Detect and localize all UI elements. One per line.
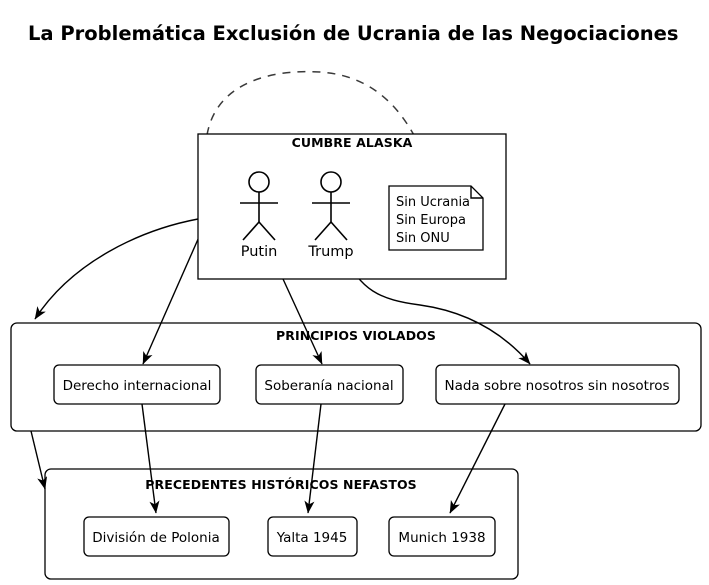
summit-group: CUMBRE ALASKA Putin Trump [197, 133, 507, 280]
principle-node-box[interactable] [53, 364, 221, 405]
precedent-node-label: Munich 1938 [398, 530, 485, 546]
soberania-nacional-to-yalta-1945 [304, 403, 322, 514]
precedents-group-box [44, 468, 519, 580]
precedent-node-munich-1938[interactable]: Munich 1938 [388, 516, 496, 557]
derecho-internacional-to-division-de-polonia [141, 403, 160, 514]
person-label-putin: Putin [241, 244, 278, 260]
precedent-node-label: Yalta 1945 [276, 530, 348, 546]
person-label-trump: Trump [307, 244, 353, 260]
principle-node-label: Derecho internacional [63, 378, 212, 394]
stick-figure-icon-putin [240, 171, 278, 241]
note-line-3: Sin ONU [396, 231, 450, 246]
summit-group-title: CUMBRE ALASKA [292, 135, 413, 150]
precedent-node-division-de-polonia[interactable]: División de Polonia [83, 516, 230, 557]
trump-to-nada-sobre-nosotros [342, 252, 531, 365]
stick-figure-icon-trump [312, 171, 350, 241]
principle-node-nada-sobre-nosotros-sin-nosotros[interactable]: Nada sobre nosotros sin nosotros [435, 364, 680, 405]
precedent-node-box[interactable] [388, 516, 496, 557]
precedents-group: PRECEDENTES HISTÓRICOS NEFASTOS División… [44, 468, 519, 580]
note-document-icon [388, 185, 484, 251]
principle-node-derecho-internacional[interactable]: Derecho internacional [53, 364, 221, 405]
note-line-2: Sin Europa [396, 213, 466, 228]
precedents-group-title: PRECEDENTES HISTÓRICOS NEFASTOS [145, 477, 417, 492]
principles-group: PRINCIPIOS VIOLADOS Derecho internaciona… [10, 322, 702, 432]
nada-sobre-nosotros-to-munich-1938 [449, 403, 506, 514]
principle-node-box[interactable] [255, 364, 404, 405]
principle-node-label: Soberanía nacional [264, 378, 393, 394]
precedent-node-yalta-1945[interactable]: Yalta 1945 [267, 516, 358, 557]
principles-group-to-precedents-group [30, 430, 48, 490]
note-line-1: Sin Ucrania [396, 195, 470, 210]
principles-group-title: PRINCIPIOS VIOLADOS [276, 328, 436, 343]
principles-group-box [10, 322, 702, 432]
principle-node-box[interactable] [435, 364, 680, 405]
summit-to-derecho-internacional [142, 236, 200, 365]
principle-node-label: Nada sobre nosotros sin nosotros [444, 378, 669, 394]
precedent-node-box[interactable] [267, 516, 358, 557]
principle-node-soberania-nacional[interactable]: Soberanía nacional [255, 364, 404, 405]
precedent-node-label: División de Polonia [92, 530, 219, 546]
page-title: La Problemática Exclusión de Ucrania de … [28, 22, 678, 45]
precedent-node-box[interactable] [83, 516, 230, 557]
summit-to-principles-group [34, 218, 199, 320]
